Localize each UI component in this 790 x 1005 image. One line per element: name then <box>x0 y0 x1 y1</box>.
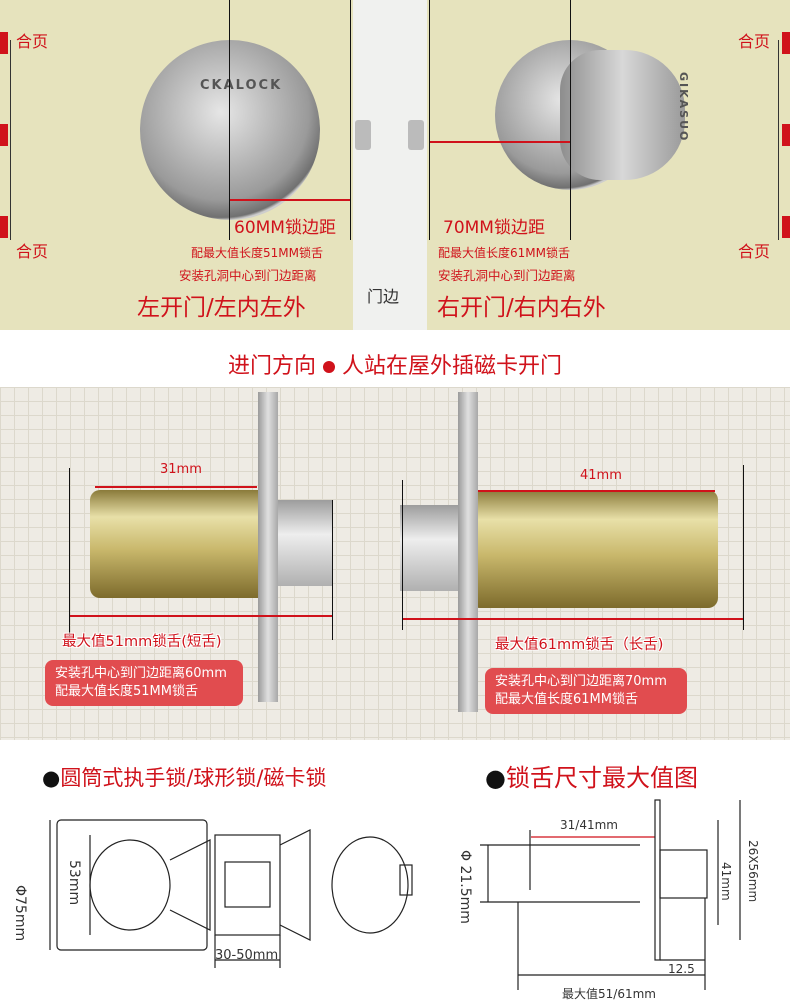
right-line1: 配最大值长度61MM锁舌 <box>438 246 570 260</box>
dim-line <box>402 480 403 630</box>
dim-line <box>332 500 333 640</box>
left-note: 安装孔中心到门边距离60mm 配最大值长度51MM锁舌 <box>45 660 243 706</box>
plate-depth: 12.5 <box>668 962 695 976</box>
hinge-label: 合页 <box>16 242 49 261</box>
plate-height: 41mm <box>719 862 733 901</box>
center-line <box>570 0 571 240</box>
outer-diameter: Φ75mm <box>12 885 28 942</box>
hinge-mark <box>782 216 790 238</box>
door-edge-label: 门边 <box>367 287 400 306</box>
right-length: 41mm <box>580 468 622 483</box>
left-distance: 60MM锁边距 <box>234 218 336 238</box>
right-note: 安装孔中心到门边距离70mm 配最大值长度61MM锁舌 <box>485 668 687 714</box>
direction-left: 进门方向 <box>227 354 316 379</box>
door-latch <box>408 120 424 150</box>
right-distance: 70MM锁边距 <box>443 218 545 238</box>
left-max: 最大值51mm锁舌(短舌) <box>62 634 222 650</box>
knob-brand-right: GIKASUO <box>677 72 690 143</box>
right-note1: 安装孔中心到门边距离70mm <box>495 674 667 689</box>
latch-faceplate <box>258 392 278 702</box>
latch-bolt <box>400 505 466 591</box>
door-thickness: 30-50mm <box>215 948 279 963</box>
hinge-mark <box>0 216 8 238</box>
right-max: 最大值61mm锁舌（长舌) <box>495 637 664 653</box>
door-line <box>10 40 11 240</box>
right-note2: 配最大值长度61MM锁舌 <box>495 692 638 707</box>
diagram-left-title-text: 圆筒式执手锁/球形锁/磁卡锁 <box>60 766 327 790</box>
direction-heading: 进门方向 人站在屋外插磁卡开门 <box>0 348 790 380</box>
dimension-drawings <box>49 799 741 990</box>
dim-line <box>743 465 744 630</box>
dim-arrow <box>70 615 332 617</box>
latch-drawing <box>480 799 741 990</box>
dot-icon <box>323 361 335 373</box>
edge-line <box>350 0 351 240</box>
knob-body <box>560 50 685 180</box>
hinge-label: 合页 <box>738 242 771 261</box>
diagram-left-title: ●圆筒式执手锁/球形锁/磁卡锁 <box>42 766 327 790</box>
diagram-right-title-text: 锁舌尺寸最大值图 <box>505 764 698 792</box>
hinge-label: 合页 <box>738 32 771 51</box>
left-length: 31mm <box>160 462 202 477</box>
plate-size: 26X56mm <box>746 840 760 903</box>
left-title: 左开门/左内左外 <box>137 295 306 321</box>
bolt-length: 31/41mm <box>560 818 618 832</box>
inner-diameter: 53mm <box>66 860 82 906</box>
hinge-label: 合页 <box>16 32 49 51</box>
lock-knob-front <box>140 40 320 220</box>
left-note2: 配最大值长度51MM锁舌 <box>55 684 198 699</box>
hinge-mark <box>782 32 790 54</box>
left-note1: 安装孔中心到门边距离60mm <box>55 666 227 681</box>
latch-bolt <box>270 500 332 586</box>
right-line2: 安装孔洞中心到门边距离 <box>438 268 576 283</box>
edge-line <box>429 0 430 240</box>
latch-faceplate <box>458 392 478 712</box>
direction-right: 人站在屋外插磁卡开门 <box>342 354 563 379</box>
knob-lock-drawing <box>49 819 413 968</box>
diagram-right-title: ●锁舌尺寸最大值图 <box>485 764 698 792</box>
dim-arrow <box>478 490 715 492</box>
knob-brand: CKALOCK <box>200 78 283 93</box>
distance-arrow <box>230 199 350 201</box>
bolt-diameter: Φ 21.5mm <box>457 850 473 924</box>
door-line <box>778 40 779 240</box>
latch-cylinder <box>470 490 718 608</box>
left-line1: 配最大值长度51MM锁舌 <box>191 246 323 260</box>
dim-arrow <box>403 618 743 620</box>
right-title: 右开门/右内右外 <box>437 295 606 321</box>
left-line2: 安装孔洞中心到门边距离 <box>179 268 317 283</box>
hinge-mark <box>0 124 8 146</box>
latch-cylinder <box>90 490 270 598</box>
hinge-mark <box>0 32 8 54</box>
distance-arrow <box>430 141 570 143</box>
hinge-mark <box>782 124 790 146</box>
max-length: 最大值51/61mm <box>562 987 656 1001</box>
door-latch <box>355 120 371 150</box>
dim-line <box>69 468 70 638</box>
center-line <box>229 0 230 240</box>
door-edge-gap <box>353 0 427 330</box>
dim-arrow <box>95 486 257 488</box>
